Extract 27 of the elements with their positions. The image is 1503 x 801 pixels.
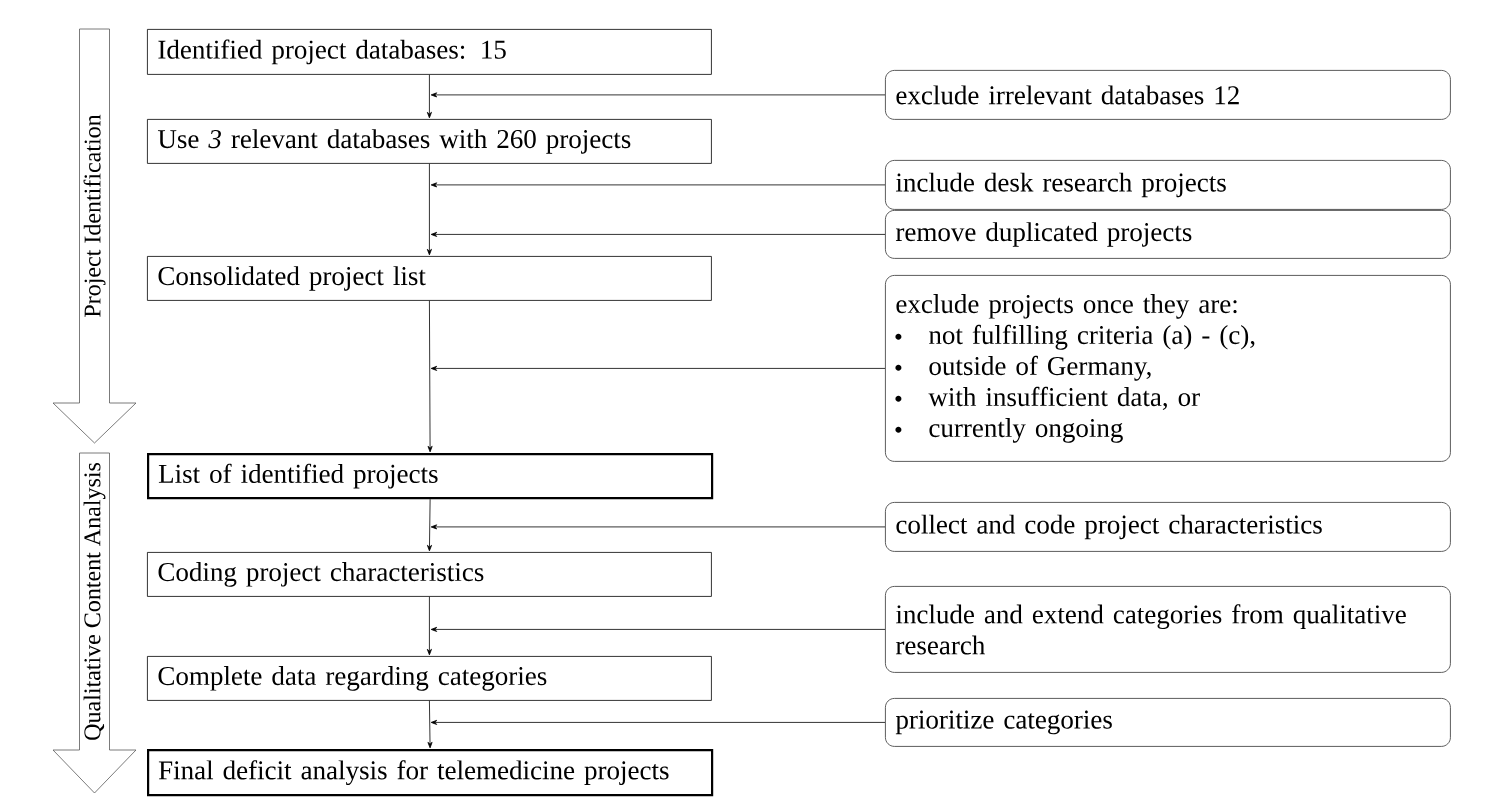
arrow — [430, 365, 886, 371]
action-box: exclude projects once they are: not fulfilling criteria (a) - (c), outside of Germany, with insufficient data, or currently ongoing — [885, 275, 1451, 462]
action-box: remove duplicated projects — [885, 210, 1451, 259]
arrow — [426, 596, 432, 656]
result-box: List of identified projects — [147, 453, 714, 500]
process-box: Coding project characteristics — [147, 552, 712, 597]
arrow — [430, 231, 886, 237]
arrow — [430, 626, 886, 632]
result-box: Final deficit analysis for telemedicine projects — [147, 749, 714, 797]
arrow — [430, 524, 886, 530]
arrow — [427, 300, 433, 453]
process-box: Identified project databases: 15 — [147, 29, 712, 75]
process-box: Complete data regarding categories — [147, 656, 712, 701]
arrow — [430, 719, 886, 725]
action-box: prioritize categories — [885, 698, 1451, 747]
arrow — [427, 498, 432, 552]
arrow — [426, 74, 432, 119]
process-box: Use 3 relevant databases with 260 projects — [147, 119, 712, 164]
arrow — [426, 163, 432, 256]
arrow — [430, 92, 886, 98]
action-box: include and extend categories from qualitative research — [885, 586, 1451, 673]
process-box: Consolidated project list — [147, 256, 712, 301]
action-box: include desk research projects — [885, 160, 1451, 210]
arrow — [430, 182, 886, 188]
arrow — [427, 700, 433, 749]
action-box: collect and code project characteristics — [885, 502, 1451, 552]
action-box: exclude irrelevant databases 12 — [885, 70, 1451, 120]
